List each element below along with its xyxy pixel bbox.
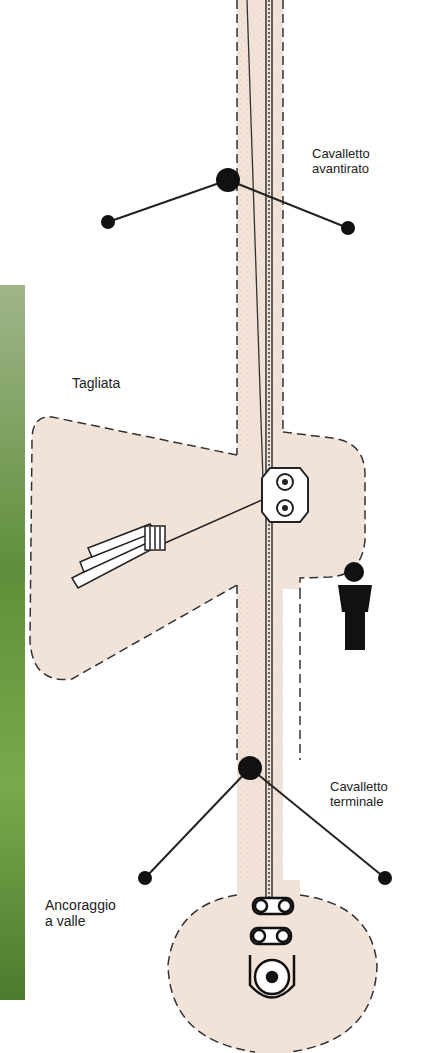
- haul-line: [247, 0, 263, 480]
- photo-strip: [0, 285, 25, 1000]
- operator-figure: [338, 562, 372, 650]
- corridor-border: [237, 0, 300, 760]
- area-label: Tagliata: [72, 375, 162, 391]
- support-label: Cavalletto terminale: [330, 779, 405, 809]
- intermediate-support: [101, 168, 355, 235]
- terminal-support: [138, 756, 392, 885]
- cutting-area: Tagliata: [25, 370, 375, 690]
- support-label: Cavalletto avantirato: [312, 146, 392, 176]
- dashed-outline: [25, 370, 375, 690]
- anchor-area: Ancoraggio a valle: [30, 880, 390, 1053]
- area-label: Ancoraggio a valle: [45, 897, 125, 929]
